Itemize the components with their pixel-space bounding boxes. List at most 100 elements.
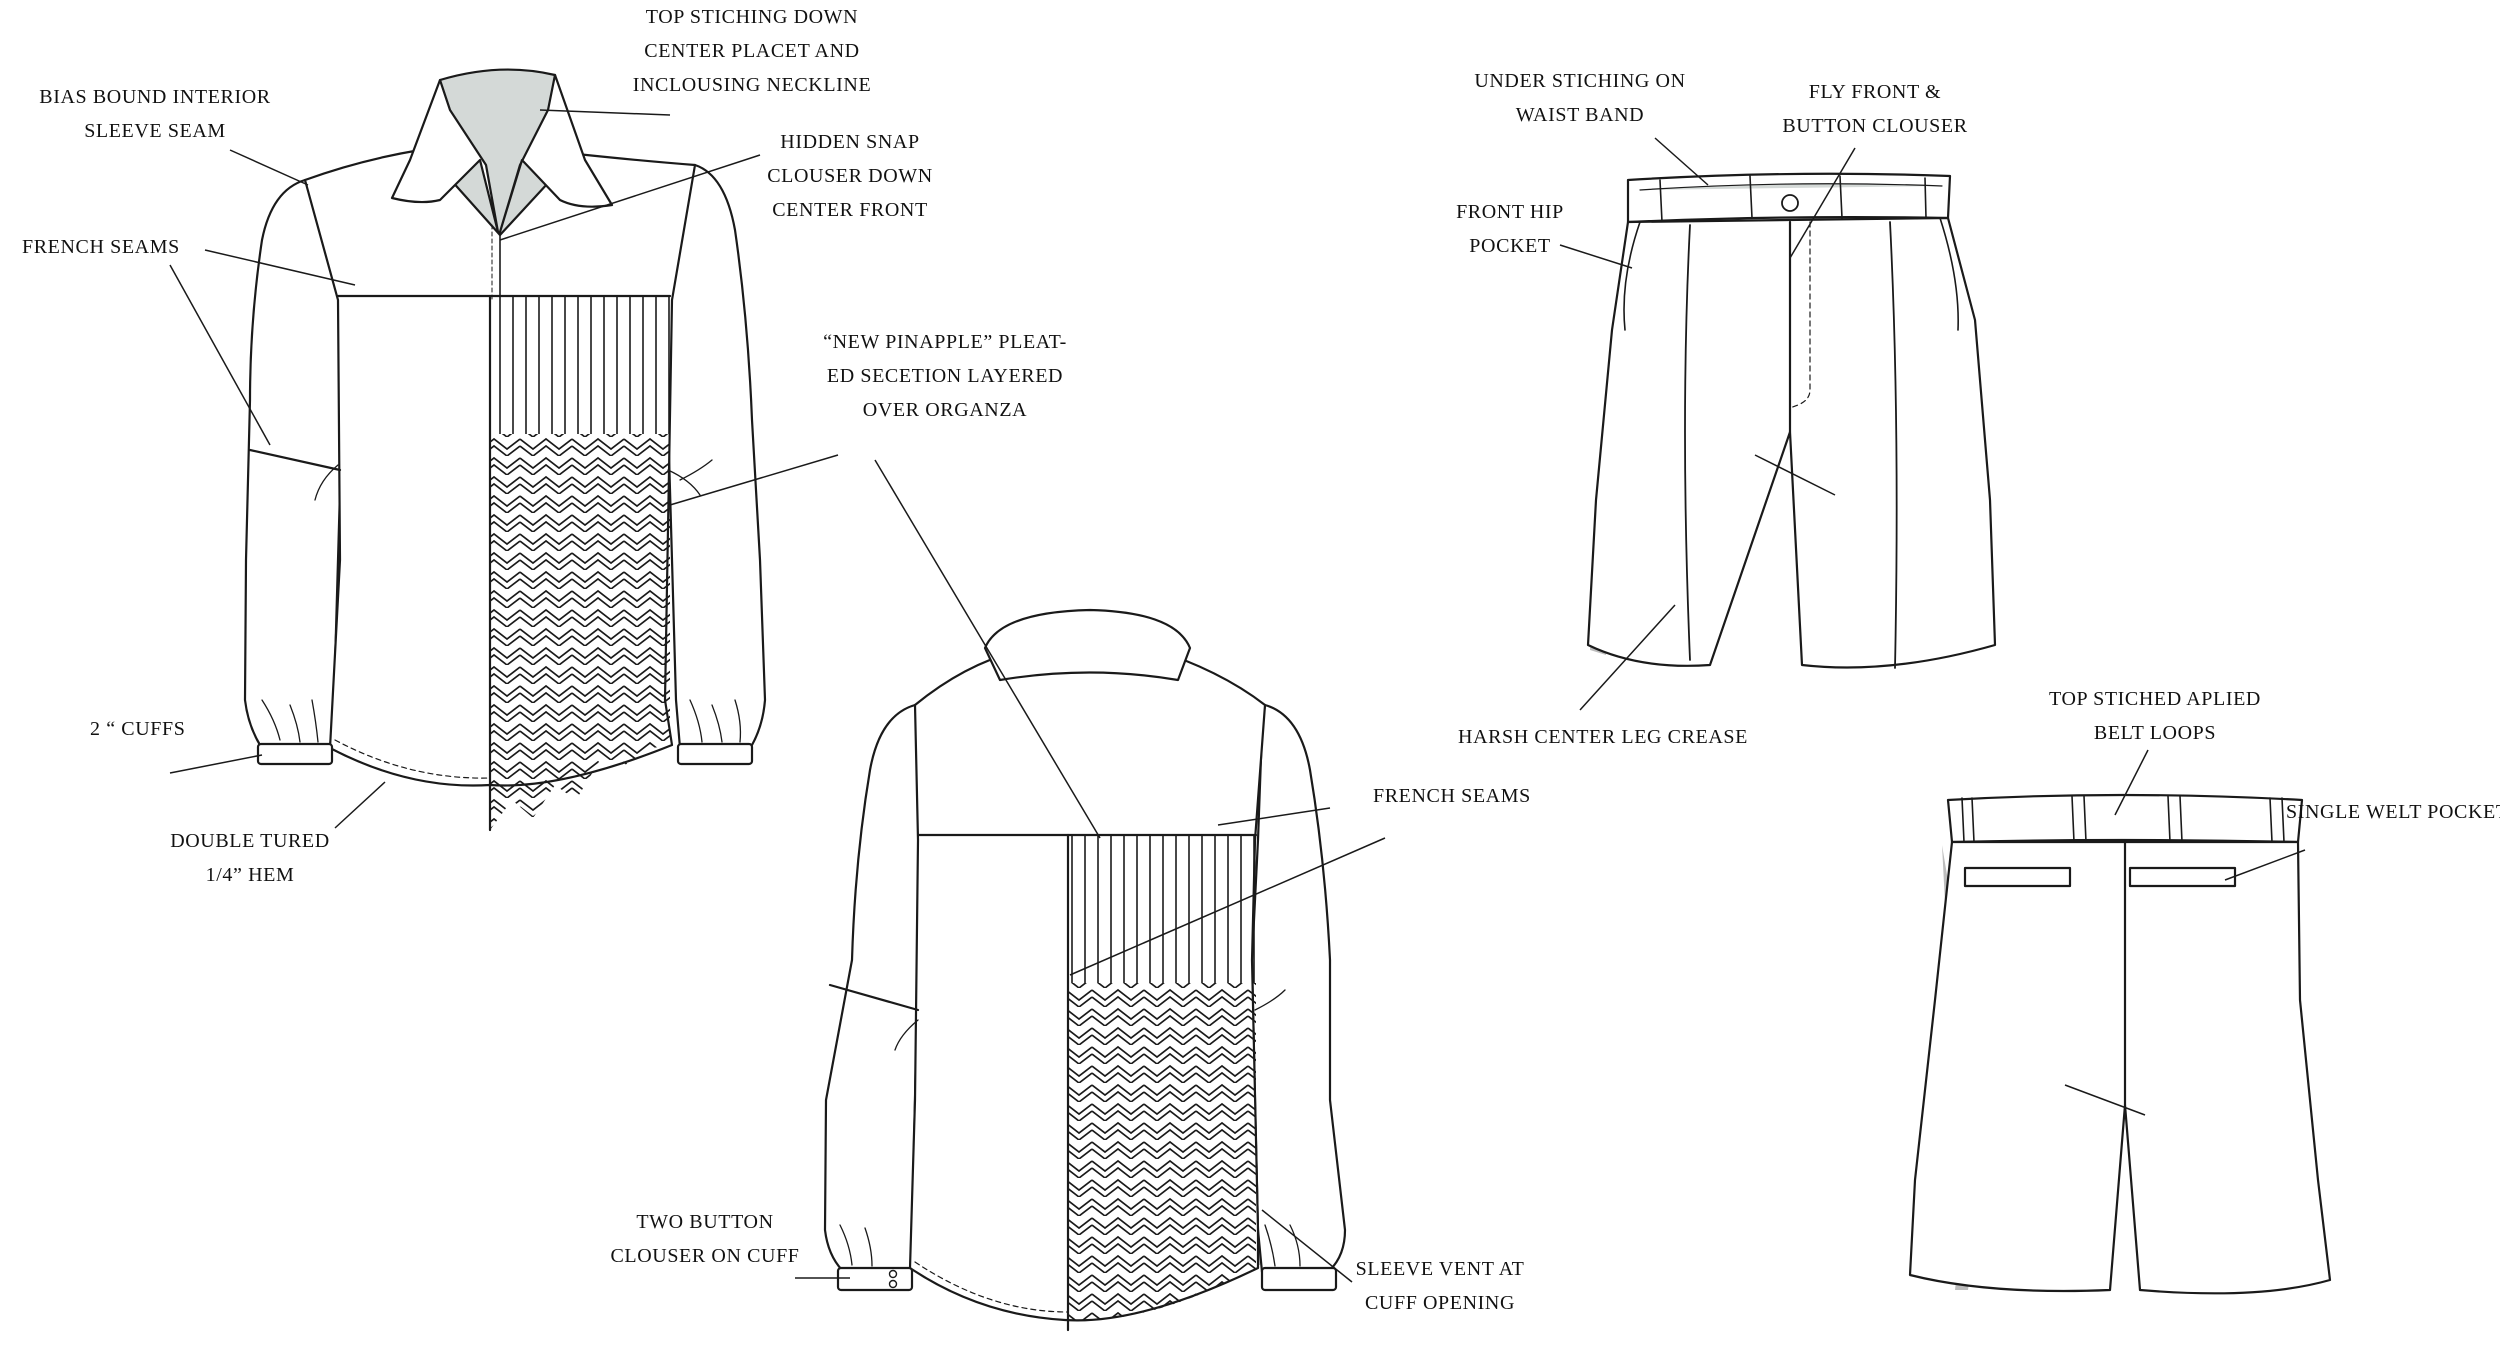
shorts-front-waist-inner xyxy=(1639,183,1943,191)
label-line: TOP STICHED APLIED xyxy=(2049,688,2261,710)
leader-welt-pockets xyxy=(2224,849,2306,881)
shorts-front-fly-stitch xyxy=(1789,221,1811,409)
shorts-back-belt-loops xyxy=(1961,795,2285,843)
shorts-back-flat xyxy=(1908,793,2332,1295)
label-under-stiching: UNDER STICHING ON WAIST BAND xyxy=(1474,64,1685,132)
leader-fly-front xyxy=(1789,147,1856,259)
shorts-front-pockets xyxy=(1623,217,1959,331)
leader-french-seams-front-2 xyxy=(169,264,271,446)
label-line: FLY FRONT & xyxy=(1808,81,1942,103)
label-cuffs: 2 “ CUFFS xyxy=(90,712,185,746)
leader-belt-loops xyxy=(2114,749,2149,816)
shorts-back-body xyxy=(1908,840,2332,1295)
leader-top-stiching xyxy=(539,109,671,116)
shirt-front-cuff-right xyxy=(676,742,754,766)
leader-bias-bound xyxy=(229,149,309,186)
shirt-front-pleat-panel xyxy=(490,296,670,434)
label-hidden-snap: HIDDEN SNAP CLOUSER DOWN CENTER FRONT xyxy=(767,125,933,227)
label-line: POCKET xyxy=(1469,235,1551,257)
shorts-front-belt-loops xyxy=(1659,175,1927,223)
label-fly-front: FLY FRONT & BUTTON CLOUSER xyxy=(1782,75,1967,143)
label-pinapple: “NEW PINAPPLE” PLEAT- ED SECETION LAYERE… xyxy=(823,325,1067,427)
label-line: TWO BUTTON xyxy=(636,1211,774,1233)
leader-harsh-crease xyxy=(1579,604,1676,711)
shirt-back-collar xyxy=(983,608,1192,682)
leader-cuffs xyxy=(169,754,263,774)
shirt-front-chevron-panel xyxy=(490,434,670,830)
label-french-seams-back: FRENCH SEAMS xyxy=(1373,779,1531,813)
label-two-button: TWO BUTTON CLOUSER ON CUFF xyxy=(610,1205,799,1273)
shirt-back-flat xyxy=(823,608,1347,1332)
leader-hidden-snap xyxy=(499,154,761,241)
shirt-back-cuff-left xyxy=(836,1266,914,1292)
label-line: ED SECETION LAYERED xyxy=(826,365,1064,387)
label-line: DOUBLE TURED xyxy=(170,830,330,852)
label-line: HIDDEN SNAP xyxy=(780,131,920,153)
shirt-front-cuff-gathers-left xyxy=(261,699,319,743)
label-line: SLEEVE VENT AT xyxy=(1355,1258,1525,1280)
shirt-front-elbow-seam-left xyxy=(248,448,342,472)
leader-french-seams-back-2 xyxy=(1069,837,1386,976)
leader-under-stiching xyxy=(1654,137,1709,186)
leader-front-hip xyxy=(1559,244,1633,269)
label-line: 2 “ CUFFS xyxy=(90,718,186,740)
shorts-front-crease-left xyxy=(1684,224,1691,661)
label-line: TOP STICHING DOWN xyxy=(645,6,859,28)
leader-double-tured xyxy=(334,781,386,829)
label-line: CUFF OPENING xyxy=(1364,1292,1515,1314)
label-belt-loops: TOP STICHED APLIED BELT LOOPS xyxy=(2049,682,2261,750)
label-line: BUTTON CLOUSER xyxy=(1782,115,1968,137)
label-top-stiching: TOP STICHING DOWN CENTER PLACET AND INCL… xyxy=(633,0,872,102)
leader-pinapple-front xyxy=(669,454,839,506)
cuff-button-icon xyxy=(888,1279,898,1289)
label-line: “NEW PINAPPLE” PLEAT- xyxy=(823,331,1067,353)
label-front-hip: FRONT HIP POCKET xyxy=(1456,195,1564,263)
shorts-front-flat xyxy=(1586,172,1997,669)
leader-crease-center xyxy=(1754,454,1836,496)
shirt-front-flat xyxy=(243,68,767,832)
label-line: INCLOUSING NECKLINE xyxy=(632,74,872,96)
leader-french-seams-front xyxy=(204,249,356,286)
leader-back-shorts-center xyxy=(2064,1084,2146,1116)
shirt-front-cuff-gathers-right xyxy=(689,699,742,743)
shirt-back-cuff-gathers xyxy=(839,1224,1301,1267)
shirt-back-fold-marks xyxy=(894,989,1286,1051)
waist-button-icon xyxy=(1781,194,1799,212)
shirt-back-chevron-panel xyxy=(1068,983,1256,1321)
label-line: FRENCH SEAMS xyxy=(1373,785,1531,807)
label-line: CLOUSER ON CUFF xyxy=(610,1245,800,1267)
label-line: CENTER PLACET AND xyxy=(644,40,860,62)
label-line: SLEEVE SEAM xyxy=(84,120,226,142)
label-line: CLOUSER DOWN xyxy=(767,165,933,187)
leader-lines xyxy=(169,109,2306,1283)
shirt-back-hem-stitch xyxy=(914,1261,1069,1313)
leader-french-seams-back xyxy=(1217,807,1331,826)
label-welt-pockets: SINGLE WELT POCKETS xyxy=(2286,795,2500,829)
label-line: CENTER FRONT xyxy=(772,199,928,221)
label-line: WAIST BAND xyxy=(1515,104,1645,126)
shirt-front-fold-marks xyxy=(314,459,713,501)
leader-sleeve-vent xyxy=(1261,1209,1353,1283)
shirt-back-elbow-seam-left xyxy=(828,983,920,1012)
welt-pocket-right xyxy=(2128,866,2237,888)
welt-pocket-left xyxy=(1963,866,2072,888)
shirt-back-pleat-panel xyxy=(1068,835,1256,983)
label-line: BIAS BOUND INTERIOR xyxy=(39,86,271,108)
shorts-front-crease-right xyxy=(1889,221,1898,669)
label-line: 1/4” HEM xyxy=(205,864,295,886)
label-line: OVER ORGANZA xyxy=(862,399,1028,421)
shirt-front-collar-right xyxy=(498,73,614,234)
cuff-button-icon xyxy=(888,1269,898,1279)
label-harsh-crease: HARSH CENTER LEG CREASE xyxy=(1458,720,1748,754)
shirt-front-collar-left xyxy=(390,78,500,234)
leader-pinapple-back xyxy=(874,459,1101,839)
shorts-back-waistband xyxy=(1946,793,2304,844)
label-line: SINGLE WELT POCKETS xyxy=(2286,801,2500,823)
label-line: HARSH CENTER LEG CREASE xyxy=(1458,726,1748,748)
shirt-front-cuff-left xyxy=(256,742,334,766)
shirt-back-right-sleeve xyxy=(1250,703,1347,1274)
label-bias-bound: BIAS BOUND INTERIOR SLEEVE SEAM xyxy=(39,80,270,148)
label-sleeve-vent: SLEEVE VENT AT CUFF OPENING xyxy=(1356,1252,1525,1320)
label-line: UNDER STICHING ON xyxy=(1474,70,1686,92)
